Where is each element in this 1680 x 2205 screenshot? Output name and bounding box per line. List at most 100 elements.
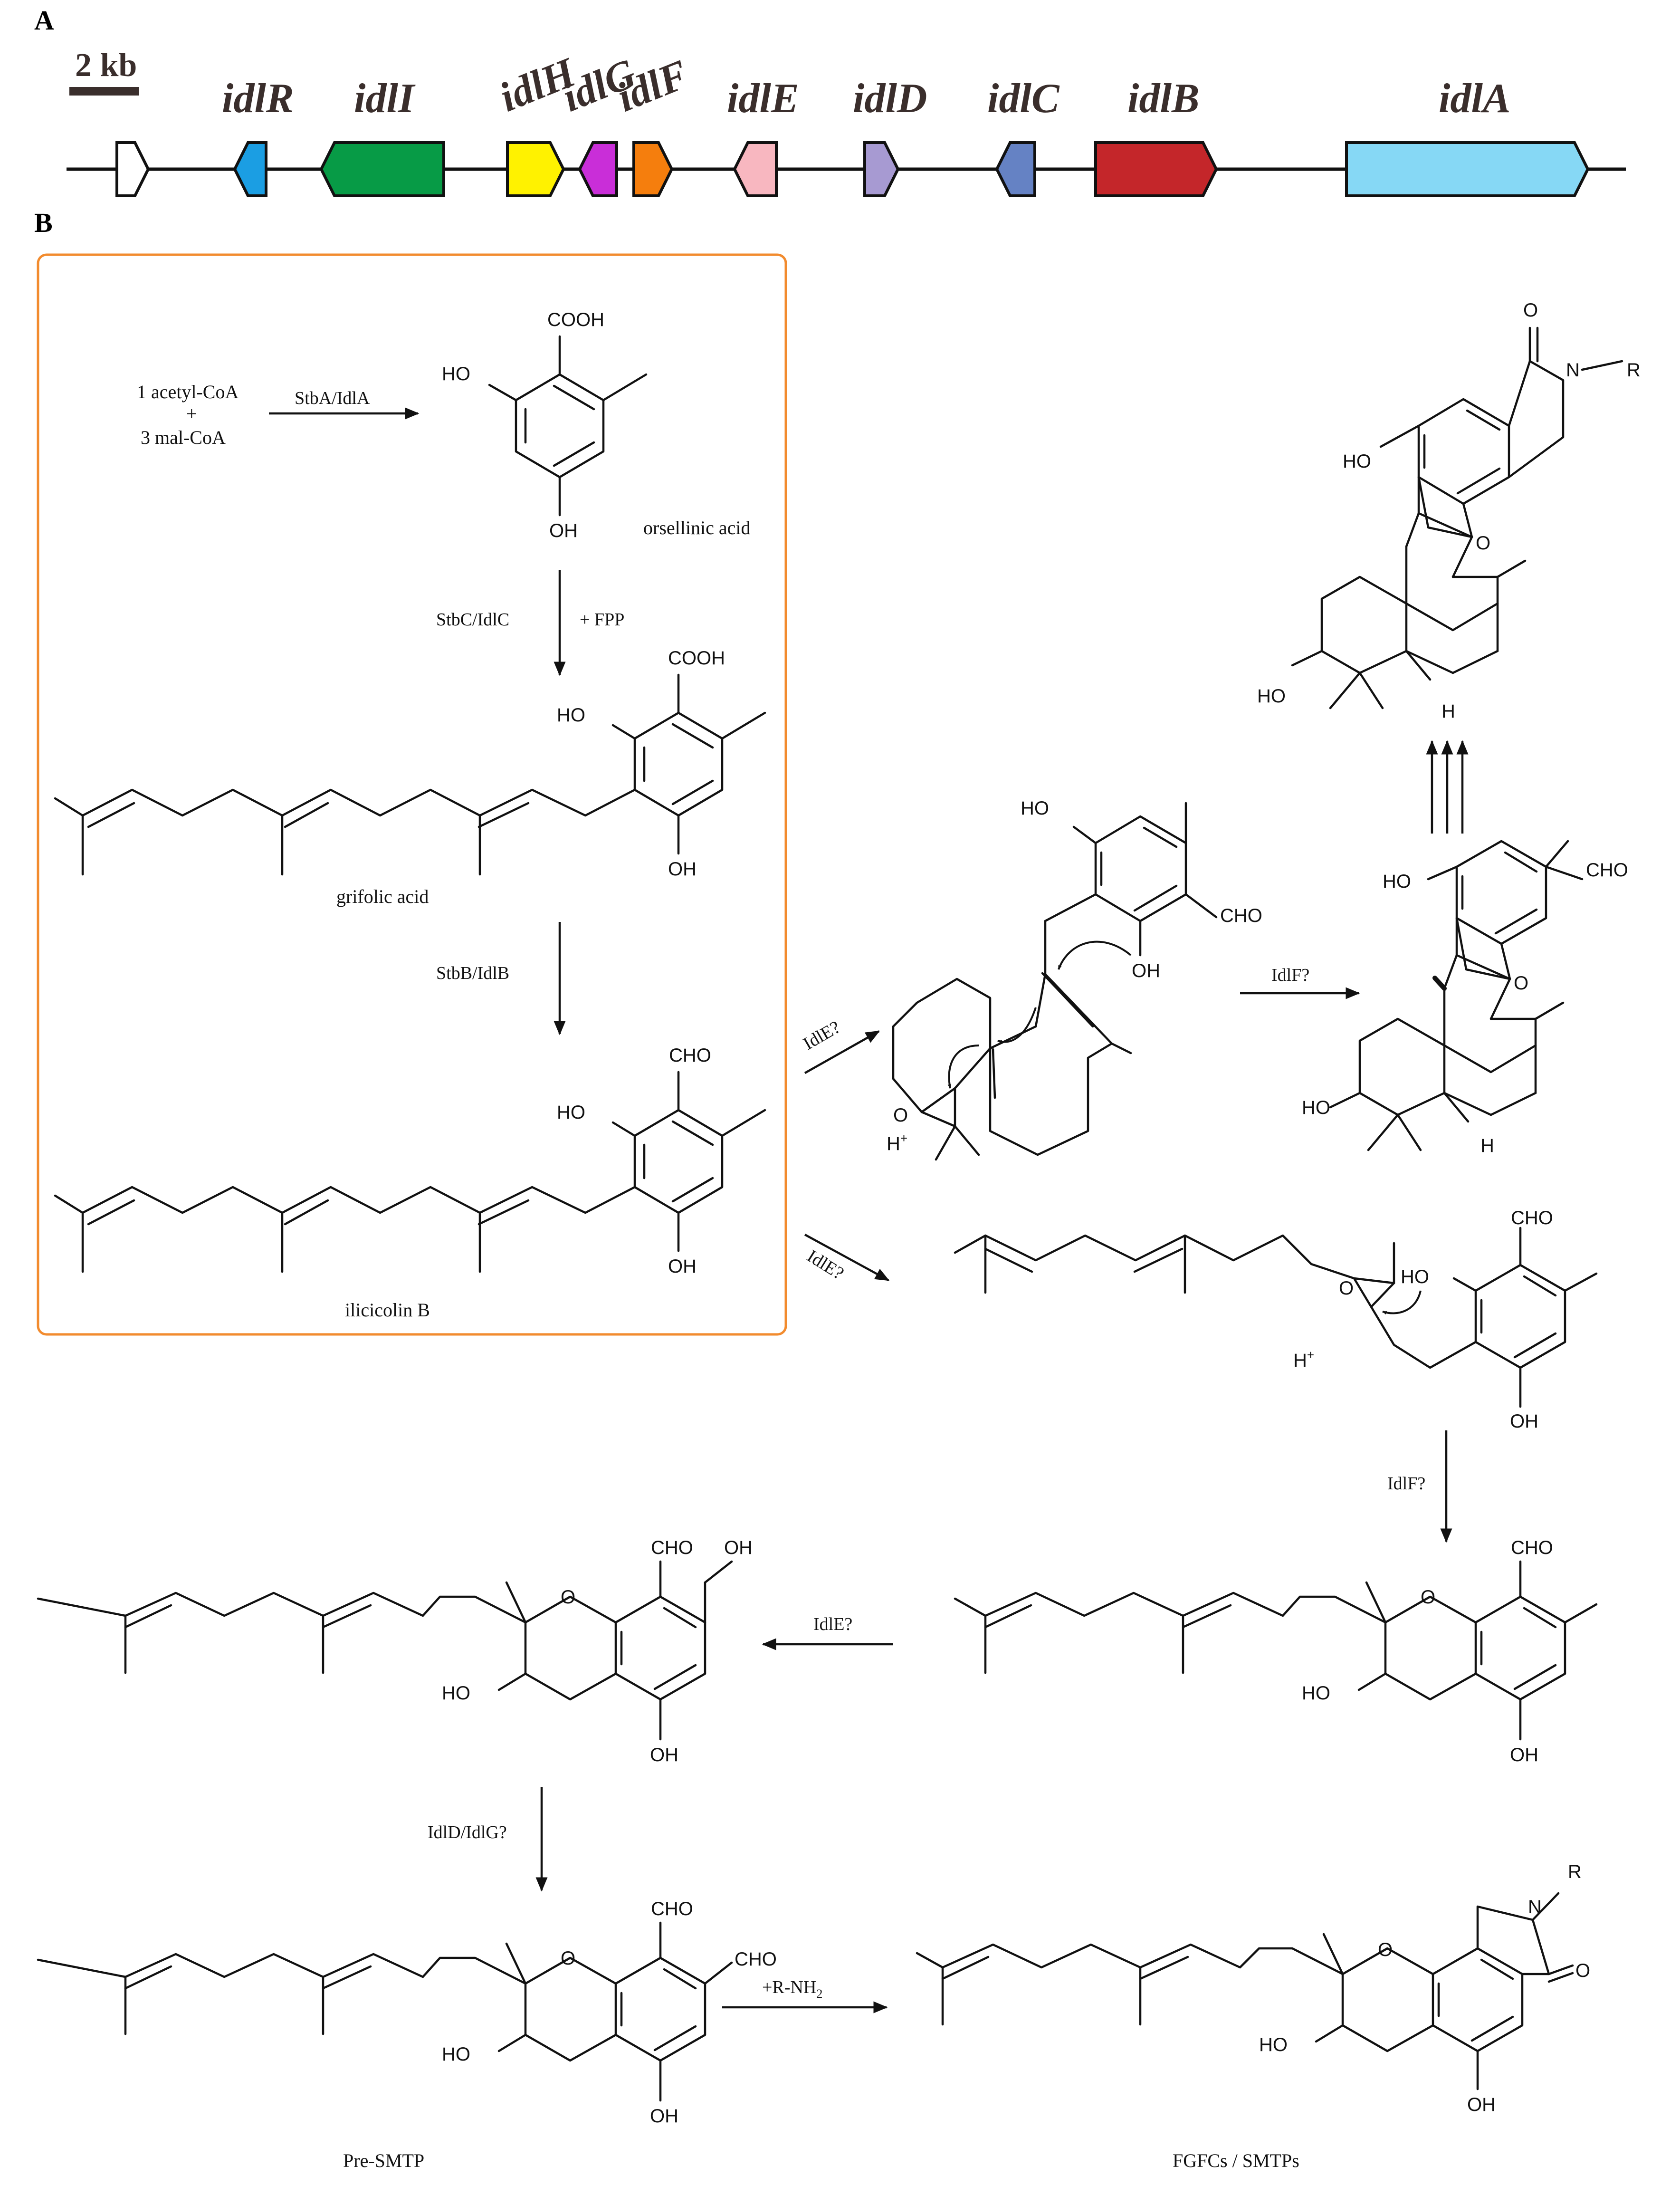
- orsellinic-acid-label: orsellinic acid: [643, 517, 750, 538]
- step-4-label: IdlE?: [800, 1017, 844, 1054]
- gene-arrow-idlC: [995, 141, 1036, 197]
- gene-label-idlE: idlE: [727, 76, 799, 122]
- gene-label-idlD: idlD: [853, 76, 927, 122]
- pre-smtp-cho-top: CHO: [651, 1898, 693, 1919]
- hc-oh: OH: [1510, 1745, 1538, 1765]
- ilicicolin-oh: OH: [668, 1256, 697, 1277]
- intermediate-o: O: [893, 1105, 908, 1126]
- start-acetyl-coa: 1 acetyl-CoA: [137, 381, 239, 403]
- epoxy-o: O: [1339, 1278, 1354, 1299]
- fgfc-o-carbonyl: O: [1575, 1960, 1590, 1981]
- hydroxychroman-aldehyde-structure: [954, 1560, 1598, 1741]
- pre-smtp-ho: HO: [442, 2044, 470, 2065]
- step-7-label: IdlF?: [1387, 1474, 1425, 1494]
- lactam-n: N: [1566, 360, 1580, 381]
- gene-label-idlR: idlR: [222, 76, 294, 122]
- hm-cho: CHO: [651, 1537, 693, 1558]
- gene-label-idlA: idlA: [1439, 76, 1511, 122]
- epoxy-oh: OH: [1510, 1411, 1538, 1432]
- hm-o: O: [561, 1587, 575, 1608]
- pre-smtp-label: Pre-SMTP: [343, 2150, 424, 2171]
- arrow-step-5: [804, 1234, 890, 1281]
- grifolic-cooh: COOH: [668, 648, 725, 669]
- pre-smtp-oh: OH: [650, 2106, 678, 2127]
- start-malonyl-coa: 3 mal-CoA: [141, 427, 226, 448]
- pentacyclic-h: H: [1480, 1135, 1494, 1156]
- pentacyclic-lactam-structure: [1291, 326, 1623, 709]
- epoxy-cho: CHO: [1511, 1208, 1553, 1228]
- grifolic-acid-label: grifolic acid: [336, 886, 429, 907]
- step-2-fpp: + FPP: [580, 610, 624, 630]
- epoxy-ho: HO: [1401, 1266, 1429, 1287]
- scale-bar: 2 kb: [69, 47, 139, 96]
- lactam-ho: HO: [1343, 451, 1371, 472]
- gene-arrow-idlI: [319, 141, 445, 197]
- gene-arrow-orf: [115, 141, 150, 197]
- pentacyclic-o: O: [1514, 973, 1528, 994]
- gene-label-idlI: idlI: [354, 76, 416, 122]
- orsellinic-cooh: COOH: [547, 309, 604, 330]
- grifolic-acid-structure: [54, 673, 766, 876]
- fgfc-o-ring: O: [1378, 1939, 1393, 1960]
- lactam-r: R: [1627, 360, 1641, 381]
- orsellinic-ho: HO: [442, 364, 470, 384]
- pre-smtp-o: O: [561, 1948, 575, 1969]
- ilicicolin-ho: HO: [557, 1102, 585, 1123]
- fgfc-smtp-label: FGFCs / SMTPs: [1173, 2150, 1299, 2171]
- fgfc-oh: OH: [1467, 2094, 1496, 2115]
- gene-arrow-idlG: [578, 141, 618, 197]
- gene-label-idlC: idlC: [987, 76, 1060, 122]
- step-6-label: IdlF?: [1271, 965, 1309, 985]
- hm-oh: OH: [650, 1745, 678, 1765]
- pentacyclic-ho-2: HO: [1302, 1097, 1330, 1118]
- gene-label-idlB: idlB: [1127, 76, 1200, 122]
- epoxy-h-plus: H+: [1293, 1348, 1314, 1371]
- initial-pathway-box: [37, 253, 787, 1336]
- hm-ho: HO: [442, 1683, 470, 1704]
- pentacyclic-cho: CHO: [1586, 860, 1628, 881]
- step-9-label: IdlD/IdlG?: [428, 1822, 507, 1842]
- panel-label-b: B: [34, 207, 53, 238]
- pre-smtp-structure: [37, 1921, 733, 2102]
- scale-bar-label: 2 kb: [75, 47, 137, 84]
- step-2-label: StbC/IdlC: [436, 610, 509, 630]
- arrow-step-4: [804, 1030, 880, 1074]
- gene-arrow-idlH: [506, 141, 565, 197]
- orsellinic-acid-structure: [488, 335, 648, 517]
- lactam-o: O: [1523, 300, 1538, 321]
- lactam-ho-2: HO: [1257, 686, 1286, 707]
- step-8-label: IdlE?: [813, 1614, 852, 1634]
- epoxy-chroman-precursor-structure: [954, 1227, 1598, 1408]
- step-10-label: +R-NH2: [762, 1977, 822, 2001]
- epoxide-intermediate-structure: [892, 802, 1218, 1161]
- gene-arrow-idlE: [733, 141, 778, 197]
- grifolic-oh: OH: [668, 859, 697, 880]
- step-5-label: IdlE?: [803, 1246, 847, 1284]
- hc-o: O: [1421, 1587, 1435, 1608]
- step-1-label: StbA/IdlA: [295, 388, 370, 408]
- gene-arrow-idlD: [863, 141, 900, 197]
- intermediate-ho: HO: [1021, 798, 1049, 819]
- fgfc-smtp-structure: [916, 1892, 1574, 2090]
- gene-arrow-idlB: [1094, 141, 1218, 197]
- fgfc-r: R: [1568, 1861, 1582, 1882]
- gene-arrow-idlR: [233, 141, 267, 197]
- fgfc-n: N: [1528, 1897, 1542, 1917]
- ilicicolin-cho: CHO: [669, 1045, 711, 1066]
- pentacyclic-ho: HO: [1383, 871, 1411, 892]
- grifolic-ho: HO: [557, 705, 585, 726]
- fgfc-ho: HO: [1259, 2034, 1288, 2055]
- pentacyclic-aldehyde-structure: [1329, 840, 1584, 1151]
- panel-label-a: A: [34, 5, 54, 36]
- gene-arrow-idlF: [632, 141, 674, 197]
- lactam-h: H: [1441, 701, 1455, 722]
- epoxy-curly-arrow: [1382, 1290, 1422, 1315]
- orsellinic-oh: OH: [549, 520, 578, 541]
- intermediate-cho: CHO: [1220, 905, 1262, 926]
- hc-ho: HO: [1302, 1683, 1330, 1704]
- hc-cho: CHO: [1511, 1537, 1553, 1558]
- lactam-ring-o: O: [1476, 533, 1490, 554]
- pre-smtp-cho-right: CHO: [735, 1949, 777, 1970]
